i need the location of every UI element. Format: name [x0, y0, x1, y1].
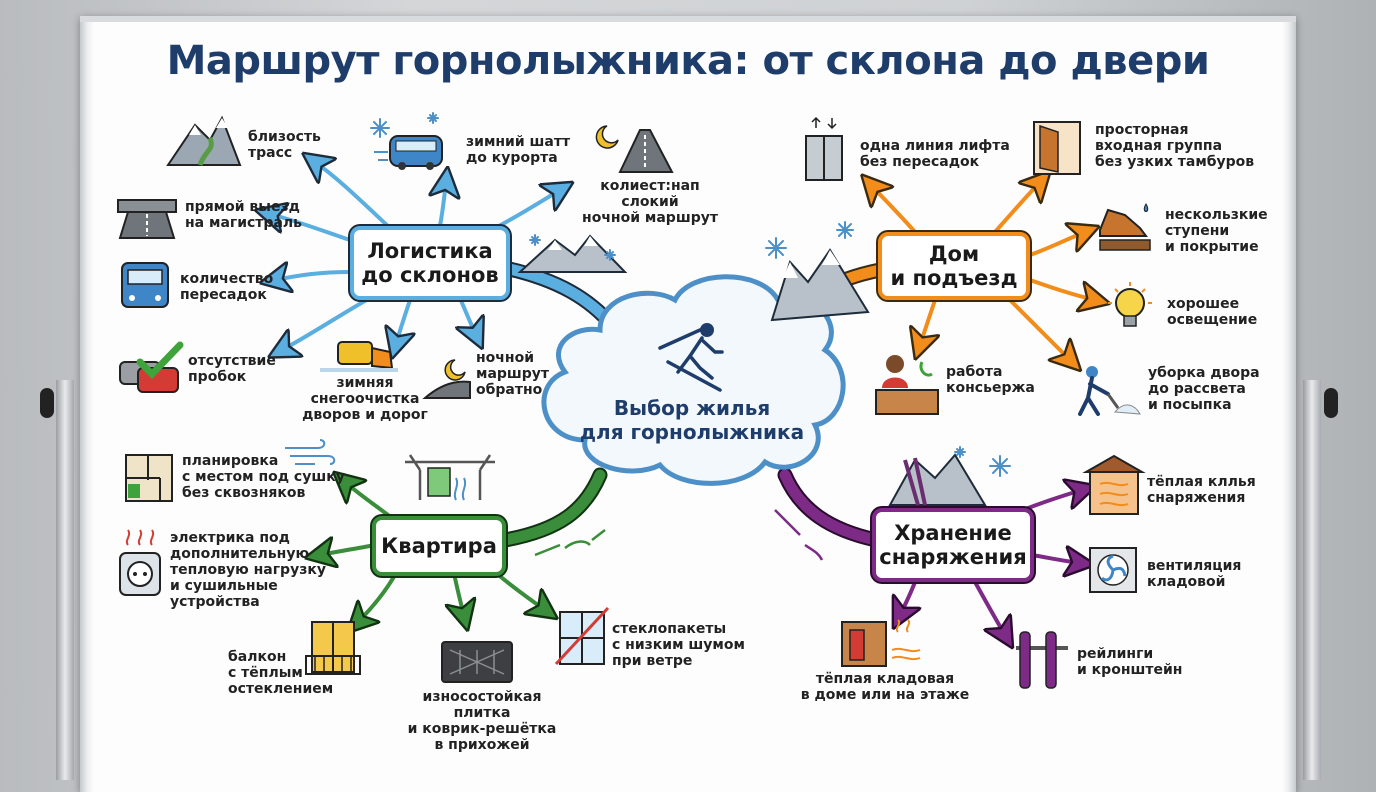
node-home[interactable]: Дом и подъезд	[878, 232, 1030, 300]
apartment-item-electrics: электрика под дополнительную тепловую на…	[170, 530, 326, 610]
logistics-item-snow-clearing: зимняя снегоочистка дворов и дорог	[302, 375, 428, 423]
home-item-elevator: одна линия лифта без пересадок	[860, 138, 1010, 170]
home-item-concierge: работа консьержа	[946, 364, 1035, 396]
concierge-icon	[875, 355, 939, 415]
window-icon	[554, 606, 610, 666]
storage-item-ventilation: вентиляция кладовой	[1147, 558, 1242, 590]
shuttle-bus-icon	[374, 135, 443, 170]
socket-icon	[119, 529, 161, 596]
home-item-non-slip: нескользкие ступени и покрытие	[1165, 207, 1268, 255]
center-topic: Выбор жилья для горнолыжника	[579, 396, 805, 444]
home-item-yard-cleaning: уборка двора до рассвета и посыпка	[1148, 365, 1260, 413]
floorplan-icon	[125, 454, 173, 502]
night-highway-icon	[595, 125, 674, 173]
night-road-icon	[422, 359, 471, 399]
snow-shovel-icon	[1078, 366, 1141, 416]
mind-map-diagram	[117, 112, 1152, 689]
skier-icon	[658, 323, 724, 392]
stand-leg-left	[56, 380, 74, 780]
branch-storage-main	[777, 467, 884, 548]
stand-knob-right	[1324, 388, 1338, 418]
storage-item-warm-closet: тёплая кладовая в доме или на этаже	[800, 671, 970, 703]
purple-scribble	[774, 509, 824, 561]
logistics-item-highway: прямой выезд на магистраль	[185, 199, 302, 231]
logistics-arrows	[270, 162, 560, 350]
snowflake-icons	[370, 112, 1011, 477]
stand-leg-right	[1303, 380, 1321, 780]
center-cloud	[541, 274, 846, 486]
logistics-item-night-highway: колиест:нап слокий ночной маршрут	[582, 178, 718, 226]
logistics-item-transfers: количество пересадок	[180, 271, 274, 303]
warm-closet-icon	[841, 619, 921, 667]
home-item-entrance: просторная входная группа без узких тамб…	[1095, 122, 1255, 170]
node-apartment[interactable]: Квартира	[372, 516, 506, 576]
balcony-icon	[305, 621, 361, 675]
doormat-icon	[441, 641, 513, 683]
logistics-item-proximity: близость трасс	[248, 129, 321, 161]
mountain-decoration-left	[517, 234, 628, 273]
apartment-item-tiles: износостойкая плитка и коврик-решётка в …	[407, 689, 557, 753]
slippery-shoe-icon	[1099, 203, 1151, 251]
door-icon	[1033, 121, 1081, 175]
apartment-item-balcony: балкон с тёплым остеклением	[228, 649, 334, 697]
highway-icon	[117, 199, 177, 239]
ski-rack-icon	[1016, 631, 1068, 689]
light-bulb-icon	[1108, 282, 1152, 327]
storage-item-warm-room: тёплая кллья снаряжения	[1147, 474, 1256, 506]
car-check-icon	[119, 341, 184, 393]
logistics-item-no-traffic: отсутствие пробок	[188, 353, 276, 385]
node-storage[interactable]: Хранение снаряжения	[872, 508, 1034, 582]
wind-icon	[285, 439, 336, 465]
drying-rack-icon	[405, 454, 495, 501]
ventilation-icon	[1089, 547, 1137, 593]
green-scribble	[534, 529, 606, 557]
mountain-road-icon	[166, 115, 242, 166]
logistics-item-night-route: ночной маршрут обратно	[476, 350, 550, 398]
page-title: Маршрут горнолыжника: от склона до двери	[166, 38, 1210, 84]
home-item-lighting: хорошее освещение	[1167, 296, 1258, 328]
home-arrows	[872, 182, 1095, 360]
storage-item-racks: рейлинги и кронштейн	[1077, 646, 1183, 678]
node-logistics[interactable]: Логистика до склонов	[350, 226, 510, 300]
stand-knob-left	[40, 388, 54, 418]
bus-icon	[121, 262, 169, 308]
mountain-decoration-right	[770, 248, 870, 322]
snowplow-icon	[320, 341, 398, 372]
mountain-decoration-storage	[888, 453, 987, 506]
warm-shed-icon	[1082, 454, 1146, 515]
logistics-item-shuttle: зимний шатт до курорта	[466, 134, 571, 166]
apartment-item-windows: стеклопакеты с низким шумом при ветре	[612, 621, 745, 669]
elevator-icon	[805, 116, 843, 181]
apartment-item-layout: планировка с местом под сушку без сквозн…	[182, 453, 345, 501]
